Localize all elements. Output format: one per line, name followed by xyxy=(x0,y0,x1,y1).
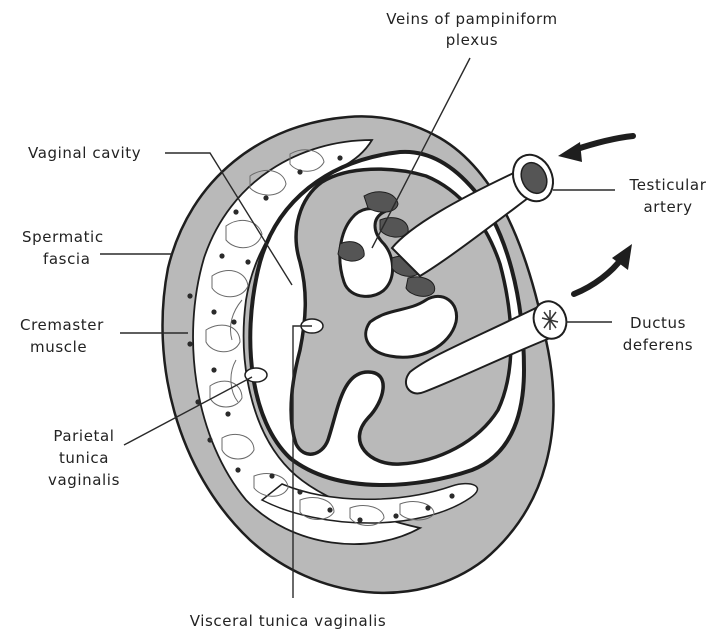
label-testicular-line1: Testicular xyxy=(629,176,707,194)
label-cremaster-line1: Cremaster xyxy=(20,316,104,334)
flow-arrow-in xyxy=(558,136,633,162)
label-visceral: Visceral tunica vaginalis xyxy=(190,612,387,630)
flow-arrow-out xyxy=(574,244,632,294)
label-spermatic-line1: Spermatic xyxy=(22,228,104,246)
label-parietal-line3: vaginalis xyxy=(48,471,120,489)
label-veins-line2: plexus xyxy=(446,31,498,49)
label-ductus-line2: deferens xyxy=(623,336,693,354)
parietal-marker-ring xyxy=(245,368,267,382)
label-parietal-line2: tunica xyxy=(59,449,109,467)
label-cremaster-line2: muscle xyxy=(30,338,87,356)
label-testicular-line2: artery xyxy=(643,198,692,216)
label-vaginal-cavity: Vaginal cavity xyxy=(28,144,141,162)
label-veins-line1: Veins of pampiniform xyxy=(386,10,557,28)
label-parietal-line1: Parietal xyxy=(53,427,114,445)
label-spermatic-line2: fascia xyxy=(43,250,91,268)
label-ductus-line1: Ductus xyxy=(630,314,686,332)
